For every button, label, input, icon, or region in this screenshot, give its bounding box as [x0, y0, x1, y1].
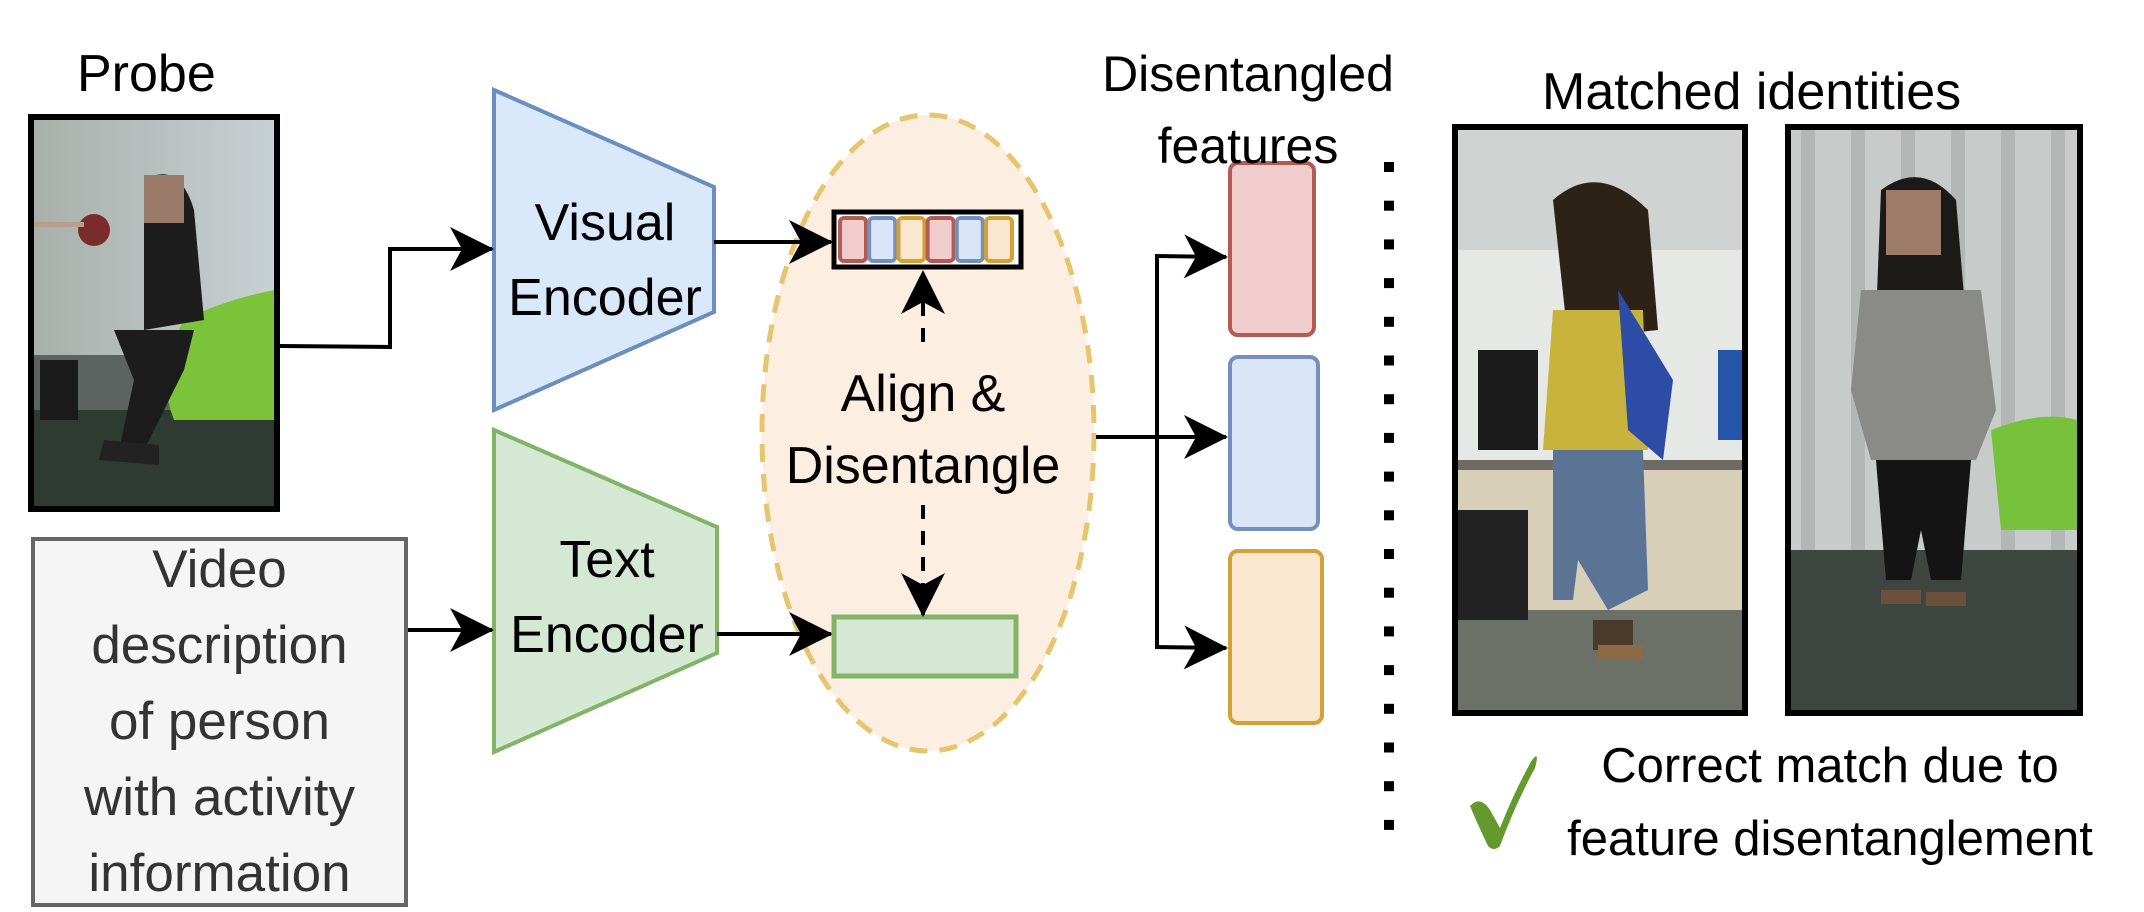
matched-photo-2-illustration: [1791, 130, 2077, 710]
result-caption: Correct match due to feature disentangle…: [1528, 730, 2132, 876]
text-encoder-shape: [492, 426, 719, 756]
separator-dot: [1384, 587, 1394, 598]
disentangled-title-line1: Disentangled: [1102, 46, 1394, 102]
separator-dot: [1384, 200, 1394, 211]
separator-dot: [1384, 819, 1394, 830]
separator-dot: [1384, 665, 1394, 676]
probe-image: [28, 114, 280, 512]
matched-photo-1-illustration: [1458, 130, 1742, 710]
feature-box-red: [1228, 161, 1316, 337]
separator-dot: [1384, 742, 1394, 753]
separator-dot: [1384, 278, 1394, 289]
disentangled-title-line2: features: [1157, 118, 1339, 174]
probe-photo-illustration: [34, 120, 274, 506]
visual-encoder-label: Visual Encoder: [494, 186, 716, 336]
matched-identities-title: Matched identities: [1542, 63, 1962, 121]
arrow-to-feature-3: [1154, 625, 1228, 670]
separator-dot: [1384, 781, 1394, 792]
result-line2: feature disentanglement: [1567, 812, 2093, 866]
visual-encoder-line2: Encoder: [508, 269, 702, 327]
probe-title: Probe: [77, 45, 216, 103]
feature-box-blue: [1228, 355, 1320, 531]
vector-cell-orange: [984, 216, 1014, 263]
matched-image-1: [1452, 124, 1748, 716]
vector-cell-red: [838, 216, 868, 263]
vector-cell-red: [925, 216, 956, 263]
separator-dot: [1384, 394, 1394, 405]
align-disentangle-label: Align & Disentangle: [762, 358, 1084, 502]
separator-dot: [1384, 626, 1394, 637]
disentangled-features-title: Disentangled features: [1088, 38, 1408, 182]
separator-dot: [1384, 703, 1394, 714]
text-encoder-line1: Text: [559, 531, 655, 589]
align-label-line2: Disentangle: [785, 437, 1061, 495]
arrow-probe-to-visual-encoder: [279, 227, 494, 350]
align-label-line1: Align &: [840, 365, 1006, 423]
checkmark-icon: [1470, 756, 1537, 849]
arrow-to-feature-1: [1154, 234, 1228, 279]
feature-box-orange: [1228, 549, 1324, 725]
visual-encoder-shape: [492, 86, 716, 414]
align-disentangle-ellipse: [759, 112, 1097, 754]
separator-dot: [1384, 510, 1394, 521]
description-line: description: [91, 616, 348, 675]
separator-dot: [1384, 316, 1394, 327]
separator-dot: [1384, 162, 1394, 172]
text-encoder-line2: Encoder: [510, 606, 704, 664]
disentangled-feature-boxes: [1228, 161, 1324, 725]
vector-cell-blue: [867, 216, 898, 263]
description-line: information: [88, 844, 351, 903]
description-line: Video: [152, 540, 287, 599]
separator-dot: [1384, 432, 1394, 443]
description-line: with activity: [84, 768, 355, 827]
vector-cell-blue: [954, 216, 985, 263]
visual-encoder-line1: Visual: [534, 194, 676, 252]
visual-feature-cells: [838, 216, 1014, 263]
description-line: of person: [109, 692, 330, 751]
text-encoder-label: Text Encoder: [494, 523, 720, 673]
separator-dot: [1384, 549, 1394, 559]
dotted-separator: [1384, 162, 1394, 830]
separator-dot: [1384, 471, 1394, 482]
text-feature-box: [831, 614, 1019, 679]
vector-cell-orange: [896, 216, 927, 263]
result-line1: Correct match due to: [1601, 739, 2059, 793]
separator-dot: [1384, 239, 1394, 250]
matched-image-2: [1785, 124, 2083, 716]
video-description-box: Video description of person with activit…: [31, 537, 408, 907]
separator-dot: [1384, 355, 1394, 366]
